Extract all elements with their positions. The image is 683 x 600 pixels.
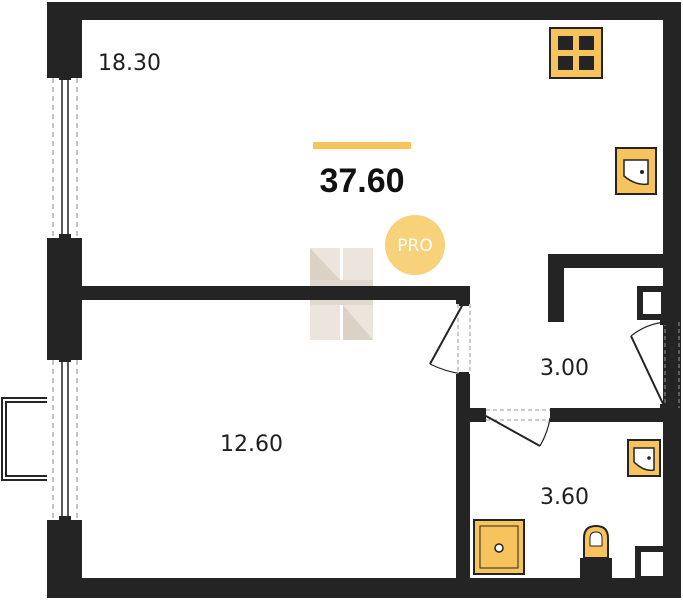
partition-bedroom-hall-top <box>456 286 470 304</box>
outer-wall-left-middle <box>47 238 82 360</box>
outer-wall-left-top <box>47 2 82 78</box>
room-area-hall: 3.00 <box>540 356 589 381</box>
outer-wall-top <box>47 2 681 20</box>
partition-bedroom-hall <box>456 374 470 580</box>
partition-hall-bathroom-right <box>550 408 665 422</box>
door-bedroom <box>429 300 471 378</box>
total-area-accent-bar <box>313 142 411 149</box>
kitchen-sink-icon <box>615 147 657 195</box>
stove-icon <box>549 27 603 79</box>
toilet-icon <box>580 524 612 578</box>
door-bathroom <box>485 409 551 447</box>
outer-wall-bottom <box>47 578 681 598</box>
niche-wall-top <box>548 254 665 268</box>
outer-wall-right <box>663 2 681 598</box>
window-living <box>52 72 78 242</box>
bathroom-sink-icon <box>627 439 661 477</box>
total-area-label: 37.60 <box>319 162 404 200</box>
pro-badge-text: PRO <box>397 236 432 256</box>
window-bedroom <box>52 354 78 524</box>
partition-living-bedroom <box>80 286 468 300</box>
balcony <box>1 397 47 481</box>
outer-wall-left-bottom <box>47 520 82 598</box>
walls <box>47 2 681 598</box>
room-area-bedroom: 12.60 <box>220 432 283 457</box>
door-entrance <box>630 318 680 411</box>
room-area-bathroom: 3.60 <box>540 485 589 510</box>
partition-hall-bathroom-left <box>456 408 486 422</box>
niche-wall-left <box>548 254 564 322</box>
room-area-living: 18.30 <box>98 51 161 76</box>
shower-tray-icon <box>473 519 525 575</box>
pro-badge: PRO <box>385 215 445 275</box>
